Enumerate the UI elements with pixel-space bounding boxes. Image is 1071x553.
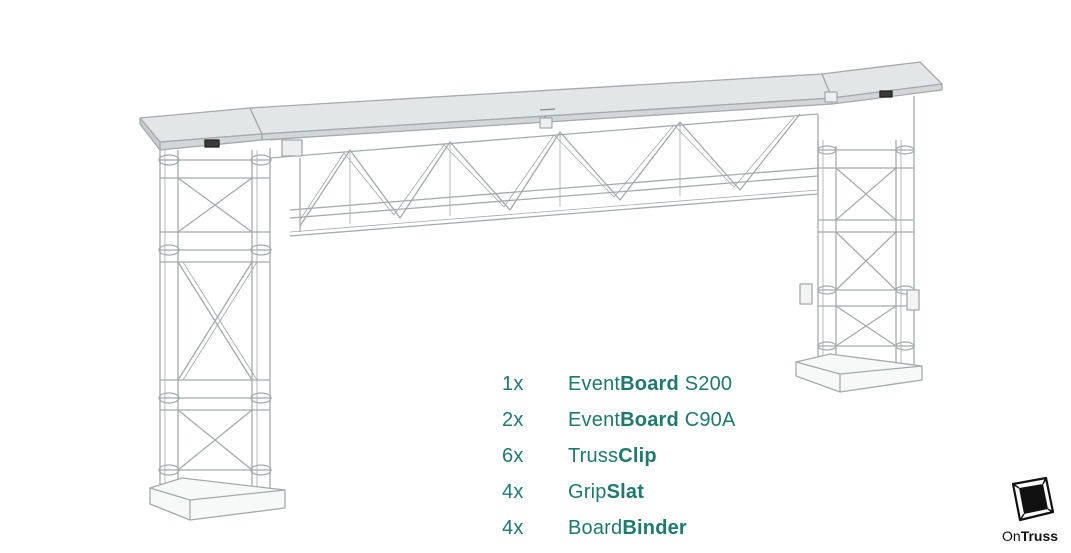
- part-name: EventBoard C90A: [568, 408, 736, 431]
- part-quantity: 4x: [502, 516, 524, 539]
- part-row-trussclip: 6x TrussClip: [502, 438, 736, 474]
- part-quantity: 1x: [502, 372, 524, 395]
- part-name: BoardBinder: [568, 516, 687, 539]
- part-quantity: 6x: [502, 444, 524, 467]
- part-quantity: 4x: [502, 480, 524, 503]
- ontruss-logo-text: OnTruss: [1002, 528, 1059, 544]
- part-quantity: 2x: [502, 408, 524, 431]
- part-name: EventBoard S200: [568, 372, 733, 395]
- part-row-eventboard-s200: 1x EventBoard S200: [502, 366, 736, 402]
- parts-list: 1x EventBoard S200 2x EventBoard C90A 6x…: [502, 366, 736, 546]
- ontruss-logo: OnTruss: [1002, 476, 1062, 550]
- part-row-gripslat: 4x GripSlat: [502, 474, 736, 510]
- ontruss-logo-icon: [1011, 476, 1055, 522]
- part-row-eventboard-c90a: 2x EventBoard C90A: [502, 402, 736, 438]
- part-name: GripSlat: [568, 480, 645, 503]
- part-row-boardbinder: 4x BoardBinder: [502, 510, 736, 546]
- part-name: TrussClip: [568, 444, 657, 467]
